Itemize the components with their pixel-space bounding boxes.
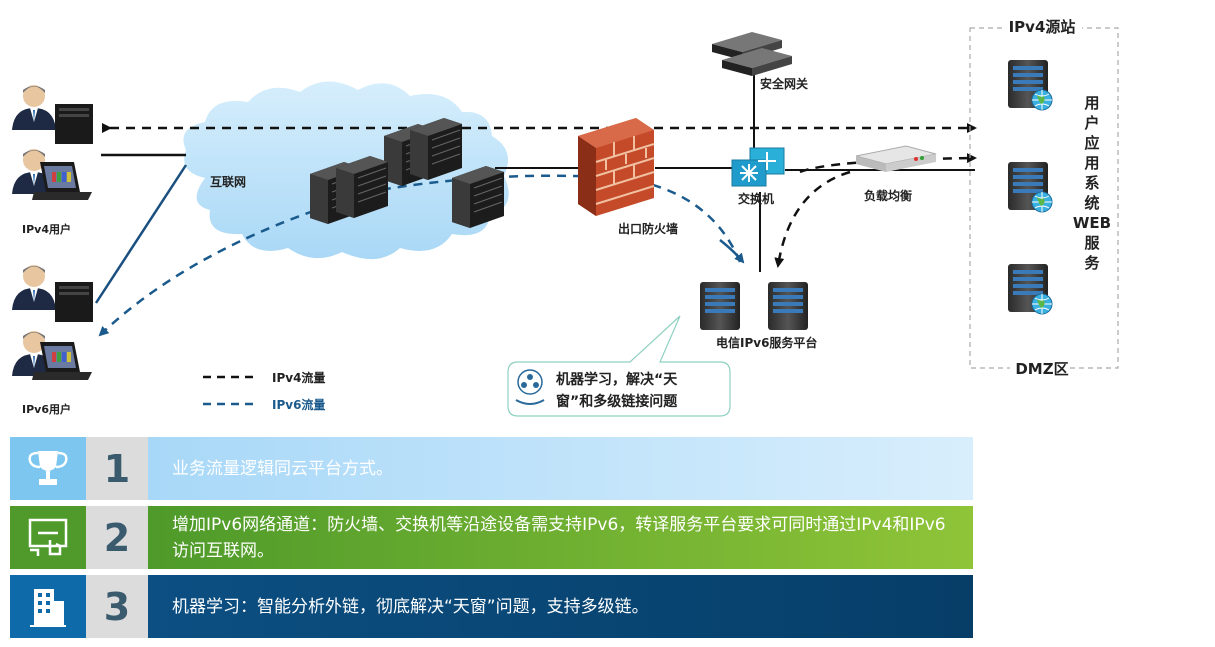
- machine-learning-icon: [515, 369, 545, 405]
- load-balancer-icon: [855, 145, 937, 172]
- building-icon: [30, 588, 66, 627]
- firewall-icon: [578, 118, 655, 216]
- cloud-server-icon: [409, 117, 463, 181]
- ipv6-users-label: IPv6用户: [22, 402, 71, 416]
- row-2: 2 增加IPv6网络通道：防火墙、交换机等沿途设备需支持IPv6，转译服务平台要…: [10, 506, 973, 569]
- dmz-label: DMZ区: [1015, 360, 1068, 378]
- callout-line-2: 窗”和多级链接问题: [556, 393, 678, 410]
- row-2-text: 增加IPv6网络通道：防火墙、交换机等沿途设备需支持IPv6，转译服务平台要求可…: [148, 506, 973, 569]
- ipv4-user-desktop: [12, 85, 56, 130]
- row-3-text: 机器学习：智能分析外链，彻底解决“天窗”问题，支持多级链。: [148, 575, 973, 638]
- row-3-number: 3: [86, 575, 148, 638]
- ipv4-source-label: IPv4源站: [1009, 18, 1076, 36]
- web-server-icon: [1008, 162, 1052, 212]
- desktop-icon: [55, 282, 93, 322]
- row-1-number: 1: [86, 437, 148, 500]
- web-server-icon: [1008, 264, 1052, 314]
- row-3: 3 机器学习：智能分析外链，彻底解决“天窗”问题，支持多级链。: [10, 575, 973, 638]
- firewall-label: 出口防火墙: [618, 221, 678, 236]
- ipv6-user-desktop: [12, 265, 56, 310]
- row-2-number: 2: [86, 506, 148, 569]
- switch-label: 交换机: [738, 191, 774, 206]
- security-gateway-icon: [712, 32, 792, 76]
- row-3-icon-box: [10, 575, 86, 638]
- row-1-text: 业务流量逻辑同云平台方式。: [148, 437, 973, 500]
- row-1: 1 业务流量逻辑同云平台方式。: [10, 437, 973, 500]
- touch-screen-icon: [28, 518, 68, 556]
- row-1-icon-box: [10, 437, 86, 500]
- callout-bubble: [507, 315, 731, 417]
- security-gateway-label: 安全网关: [760, 76, 808, 91]
- callout-line-1: 机器学习，解决“天: [556, 371, 678, 388]
- internet-label: 互联网: [210, 175, 246, 189]
- ipv6-platform-label: 电信IPv6服务平台: [716, 335, 817, 350]
- ipv4-platform-traffic: [774, 170, 851, 268]
- platform-server-icon: [768, 282, 808, 330]
- ipv6-user-link: [94, 164, 188, 304]
- legend-ipv4-label: IPv4流量: [272, 370, 325, 385]
- ipv4-users-label: IPv4用户: [22, 222, 71, 236]
- platform-server-icon: [700, 282, 740, 330]
- row-2-icon-box: [10, 506, 86, 569]
- load-balancer-label: 负载均衡: [864, 188, 912, 203]
- cloud-server-icon: [451, 165, 505, 229]
- desktop-icon: [55, 104, 93, 144]
- trophy-icon: [28, 450, 68, 485]
- legend-ipv6-label: IPv6流量: [272, 397, 325, 412]
- cloud-server-icon: [335, 155, 389, 219]
- web-server-icon: [1008, 60, 1052, 110]
- ipv6-platform-arrow: [719, 239, 745, 264]
- switch-icon: [731, 147, 785, 187]
